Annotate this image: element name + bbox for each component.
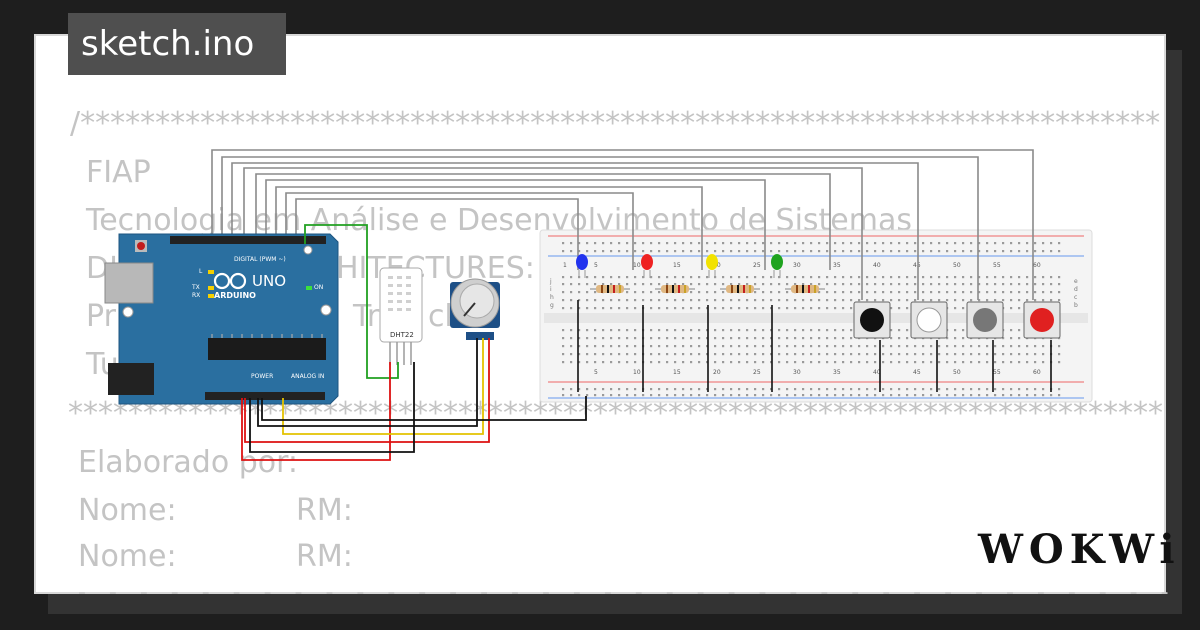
svg-text:45: 45 — [913, 262, 921, 269]
svg-text:h: h — [550, 294, 554, 301]
code-nome-2: Nome: — [78, 539, 177, 574]
atmega-chip — [208, 338, 326, 360]
signal-wires — [211, 149, 1034, 300]
svg-text:50: 50 — [953, 369, 961, 376]
svg-text:10: 10 — [633, 262, 641, 269]
led-l-label: L — [199, 268, 203, 275]
svg-text:30: 30 — [793, 369, 801, 376]
digital-label: DIGITAL (PWM ~) — [234, 256, 286, 263]
svg-text:25: 25 — [753, 369, 761, 376]
pushbutton-red[interactable] — [1023, 301, 1061, 339]
dht22-label: DHT22 — [390, 331, 414, 339]
pushbutton-black[interactable] — [853, 301, 891, 339]
svg-text:15: 15 — [673, 369, 681, 376]
svg-text:30: 30 — [793, 262, 801, 269]
led-yellow[interactable] — [706, 254, 718, 278]
power-jack — [108, 363, 154, 395]
arduino-label: ARDUINO — [214, 291, 256, 300]
resistor-2 — [655, 285, 695, 293]
svg-text:j: j — [549, 278, 552, 285]
led-red[interactable] — [641, 254, 653, 278]
tx-label: TX — [191, 284, 200, 291]
led-blue[interactable] — [576, 254, 588, 278]
svg-text:5: 5 — [594, 369, 598, 376]
svg-text:20: 20 — [713, 369, 721, 376]
dht22-sensor[interactable]: DHT22 — [379, 267, 423, 365]
power-wires — [241, 224, 587, 461]
code-nome-1: Nome: — [78, 493, 177, 528]
code-fiap: FIAP — [86, 155, 151, 190]
resistor-4 — [785, 285, 825, 293]
svg-text:55: 55 — [993, 262, 1001, 269]
resistors — [590, 285, 825, 293]
digital-header — [170, 236, 326, 244]
potentiometer[interactable] — [450, 278, 500, 340]
svg-text:c: c — [1074, 294, 1077, 301]
pushbutton-gray[interactable] — [966, 301, 1004, 339]
svg-text:35: 35 — [833, 369, 841, 376]
svg-text:40: 40 — [873, 262, 881, 269]
svg-text:35: 35 — [833, 262, 841, 269]
breadboard-row-letters: j i h g e d c b — [549, 278, 1078, 309]
svg-text:25: 25 — [753, 262, 761, 269]
breadboard-col-numbers-bottom: 5 10 15 20 25 30 35 40 45 50 55 60 — [594, 369, 1041, 376]
code-line-5: Pr — [86, 299, 116, 334]
svg-text:60: 60 — [1033, 369, 1041, 376]
svg-text:d: d — [1074, 286, 1078, 293]
svg-text:5: 5 — [594, 262, 598, 269]
power-analog-header — [205, 392, 325, 400]
uno-label: UNO — [252, 272, 286, 290]
wokwi-logo: WOKWi — [978, 526, 1181, 573]
resistor-3 — [720, 285, 760, 293]
power-label: POWER — [251, 373, 273, 380]
svg-text:i: i — [550, 286, 552, 293]
svg-text:e: e — [1074, 278, 1078, 285]
code-rm-2: RM: — [296, 539, 353, 574]
ground-drops — [577, 300, 1052, 392]
svg-text:45: 45 — [913, 369, 921, 376]
code-dashes: - - - - - - - - - - - - - - - - - - - - … — [78, 580, 1177, 605]
svg-text:60: 60 — [1033, 262, 1041, 269]
analog-label: ANALOG IN — [291, 373, 324, 380]
code-rm-1: RM: — [296, 493, 353, 528]
arduino-uno[interactable]: UNO ARDUINO DIGITAL (PWM ~) POWER ANALOG… — [104, 233, 339, 405]
arduino-logo-icon — [213, 272, 247, 290]
code-line-4b: HITECTURES: I — [336, 251, 554, 286]
led-green[interactable] — [771, 254, 783, 278]
usb-port — [104, 262, 154, 304]
file-title-tab[interactable]: sketch.ino — [68, 13, 286, 75]
code-comment-top: /***************************************… — [70, 106, 1161, 141]
svg-text:10: 10 — [633, 369, 641, 376]
svg-text:55: 55 — [993, 369, 1001, 376]
pushbutton-white[interactable] — [910, 301, 948, 339]
svg-text:b: b — [1074, 302, 1078, 309]
svg-text:1: 1 — [563, 262, 567, 269]
svg-text:15: 15 — [673, 262, 681, 269]
svg-text:40: 40 — [873, 369, 881, 376]
on-label: ON — [314, 284, 323, 291]
svg-text:50: 50 — [953, 262, 961, 269]
rx-label: RX — [192, 292, 200, 299]
resistor-1 — [590, 285, 630, 293]
svg-text:g: g — [550, 302, 554, 309]
code-elaborado: Elaborado por: — [78, 445, 299, 480]
breadboard[interactable]: 1 5 10 15 20 25 30 35 40 45 50 55 60 5 1… — [539, 229, 1093, 403]
